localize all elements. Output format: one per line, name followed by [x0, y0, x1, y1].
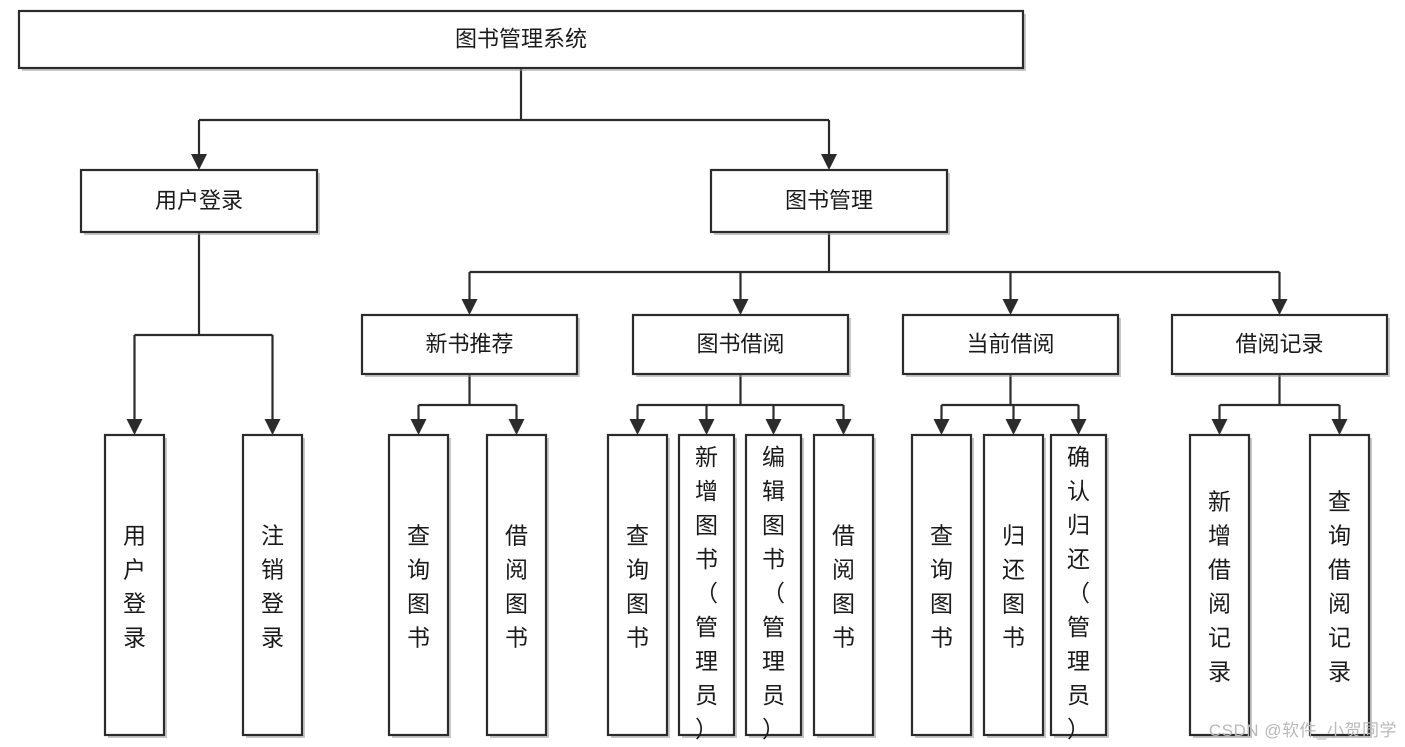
node-leaf-add-book[interactable]: 新增图书（管理员） — [677, 433, 737, 742]
node-label: 借阅图书 — [832, 523, 855, 651]
node-label: 新书推荐 — [425, 331, 513, 356]
node-leaf-confirm-return[interactable]: 确认归还（管理员） — [1049, 433, 1109, 742]
node-label: 查询图书 — [407, 523, 430, 651]
node-label: 新增图书（管理员） — [695, 444, 718, 742]
arrow-head-icon — [1271, 299, 1288, 315]
node-label: 借阅记录 — [1235, 331, 1323, 356]
arrow-head-icon — [732, 299, 749, 315]
node-new-book-rec[interactable]: 新书推荐 — [360, 313, 580, 377]
arrow-head-icon — [835, 419, 852, 435]
arrow-head-icon — [461, 299, 478, 315]
node-label: 编辑图书（管理员） — [762, 444, 785, 742]
node-label: 新增借阅记录 — [1208, 489, 1231, 685]
node-leaf-edit-book[interactable]: 编辑图书（管理员） — [744, 433, 804, 742]
arrow-head-icon — [933, 419, 950, 435]
node-label: 查询借阅记录 — [1328, 489, 1351, 685]
node-book-borrow[interactable]: 图书借阅 — [631, 313, 851, 377]
node-leaf-query-book-2[interactable]: 查询图书 — [606, 433, 670, 738]
arrow-head-icon — [1331, 419, 1348, 435]
arrow-head-icon — [765, 419, 782, 435]
arrow-head-icon — [191, 154, 207, 170]
node-leaf-borrow-book-2[interactable]: 借阅图书 — [812, 433, 876, 738]
node-leaf-user-login[interactable]: 用户登录 — [103, 433, 167, 738]
arrow-head-icon — [821, 154, 837, 170]
node-label: 图书管理 — [785, 188, 873, 213]
node-leaf-query-book-1[interactable]: 查询图书 — [387, 433, 451, 738]
node-label: 用户登录 — [155, 188, 243, 213]
node-label: 注销登录 — [261, 523, 284, 651]
arrow-head-icon — [1002, 299, 1019, 315]
node-leaf-query-book-3[interactable]: 查询图书 — [910, 433, 974, 738]
node-book-manage[interactable]: 图书管理 — [709, 168, 950, 235]
arrow-head-icon — [410, 419, 427, 435]
arrow-head-icon — [698, 419, 715, 435]
node-label: 确认归还（管理员） — [1067, 444, 1090, 742]
node-leaf-query-record[interactable]: 查询借阅记录 — [1308, 433, 1372, 738]
arrow-head-icon — [126, 419, 143, 435]
nodes-layer: 图书管理系统用户登录图书管理新书推荐图书借阅当前借阅借阅记录用户登录注销登录查询… — [17, 9, 1390, 742]
node-label: 当前借阅 — [966, 331, 1054, 356]
node-leaf-borrow-book-1[interactable]: 借阅图书 — [485, 433, 549, 738]
node-current-borrow[interactable]: 当前借阅 — [901, 313, 1121, 377]
node-label: 图书管理系统 — [455, 26, 587, 51]
arrow-head-icon — [264, 419, 281, 435]
arrow-head-icon — [1005, 419, 1022, 435]
node-label: 查询图书 — [626, 523, 649, 651]
node-leaf-logout[interactable]: 注销登录 — [241, 433, 305, 738]
arrow-head-icon — [1211, 419, 1228, 435]
node-borrow-record[interactable]: 借阅记录 — [1170, 313, 1390, 377]
arrow-head-icon — [508, 419, 525, 435]
connectors-layer — [126, 68, 1348, 435]
node-user-login[interactable]: 用户登录 — [79, 168, 320, 235]
node-label: 图书借阅 — [696, 331, 784, 356]
node-label: 借阅图书 — [505, 523, 528, 651]
node-leaf-add-record[interactable]: 新增借阅记录 — [1188, 433, 1252, 738]
node-label: 用户登录 — [123, 523, 146, 651]
csdn-watermark: CSDN @软件_小贺同学 — [1208, 721, 1397, 740]
node-leaf-return-book[interactable]: 归还图书 — [982, 433, 1046, 738]
node-root-system[interactable]: 图书管理系统 — [17, 9, 1026, 71]
node-label: 查询图书 — [930, 523, 953, 651]
arrow-head-icon — [1070, 419, 1087, 435]
node-label: 归还图书 — [1002, 523, 1025, 651]
arrow-head-icon — [629, 419, 646, 435]
